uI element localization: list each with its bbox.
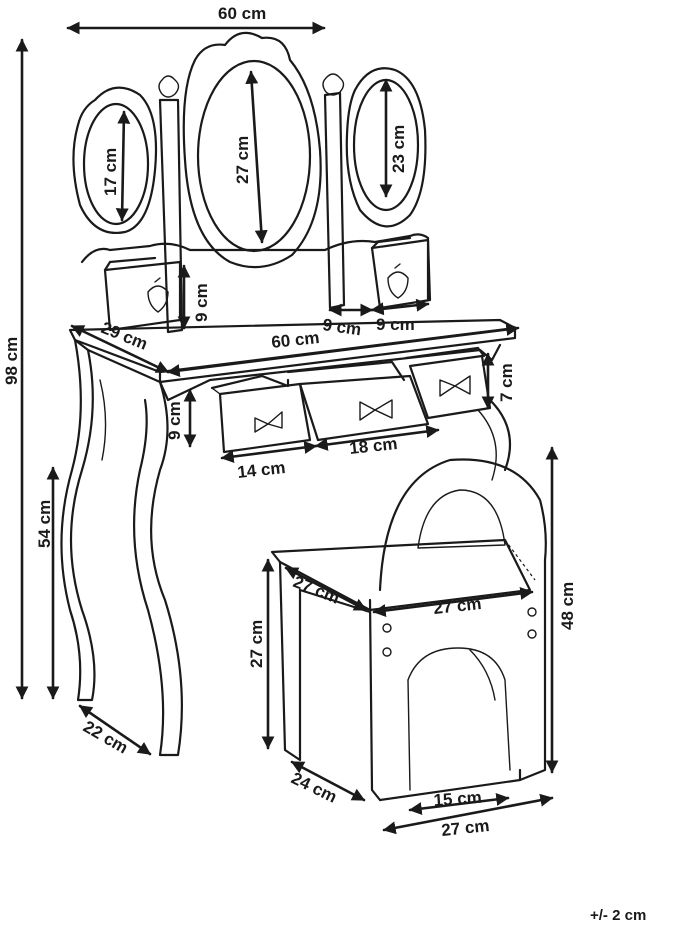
label-post-width: 9 cm <box>321 315 362 339</box>
label-drawer-mid-width: 18 cm <box>348 434 398 458</box>
mirror-posts <box>158 73 346 334</box>
label-chair-inner-width: 15 cm <box>433 788 482 810</box>
label-drawer-height: 9 cm <box>165 401 184 440</box>
label-table-width: 60 cm <box>270 328 320 352</box>
label-right-mirror-height: 23 cm <box>389 125 408 173</box>
label-mirror-width: 60 cm <box>218 4 266 23</box>
label-center-mirror-height: 27 cm <box>233 136 252 184</box>
left-box <box>103 256 182 332</box>
chair-drawing <box>270 458 547 802</box>
label-small-drawer-height: 7 cm <box>497 363 516 402</box>
vanity-table-drawing <box>60 31 517 757</box>
label-chair-seat-height: 27 cm <box>247 620 266 668</box>
label-left-mirror-height: 17 cm <box>101 148 120 196</box>
label-table-depth: 29 cm <box>99 318 151 354</box>
mirror-left <box>72 86 158 234</box>
label-side-box-height: 9 cm <box>192 283 211 322</box>
right-box <box>370 236 432 310</box>
mirror-center <box>182 31 322 269</box>
label-total-height: 98 cm <box>2 337 21 385</box>
dimension-lines <box>15 21 559 835</box>
dimension-labels: 60 cm 98 cm 54 cm 17 cm 27 cm 23 cm 9 cm… <box>2 4 646 924</box>
label-table-height: 54 cm <box>35 500 54 548</box>
label-drawer-left-width: 14 cm <box>236 458 286 482</box>
label-box-width: 9 cm <box>376 315 415 334</box>
drawer-right <box>404 346 492 420</box>
label-chair-base-width: 27 cm <box>440 816 490 840</box>
label-chair-seat-width: 27 cm <box>432 594 482 618</box>
label-chair-total-height: 48 cm <box>558 582 577 630</box>
label-chair-seat-depth: 27 cm <box>291 572 343 608</box>
tolerance-note: +/- 2 cm <box>590 907 646 924</box>
drawer-left <box>210 374 312 454</box>
